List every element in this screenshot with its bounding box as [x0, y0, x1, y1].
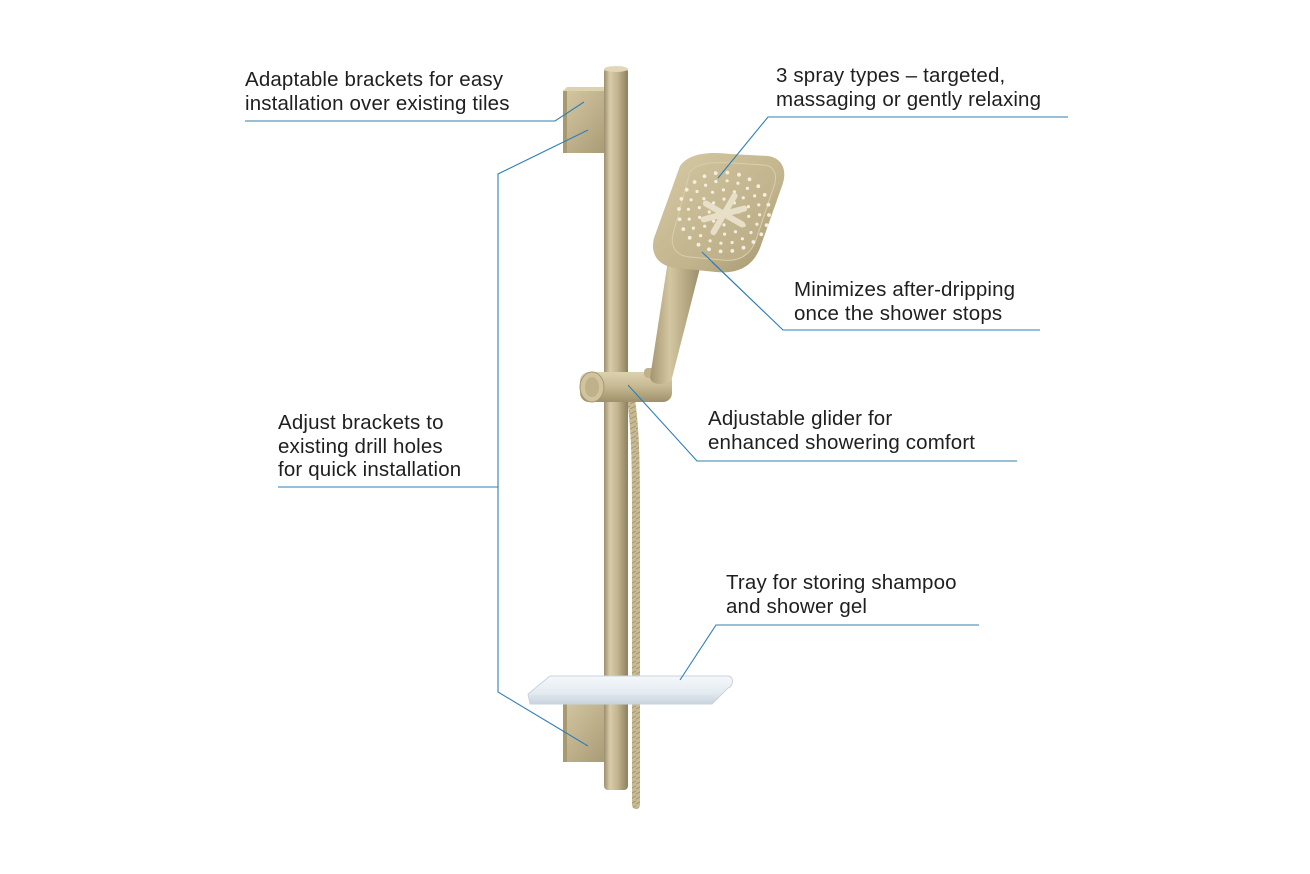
nozzle-dot [747, 177, 752, 182]
nozzle-dot [684, 187, 689, 192]
nozzle-dot [702, 174, 707, 179]
nozzle-dot [696, 242, 701, 247]
nozzle-dot [691, 226, 696, 230]
hand-shower-head [652, 153, 785, 273]
callout-text: installation over existing tiles [245, 91, 510, 115]
nozzle-dot [741, 196, 745, 200]
nozzle-dot [698, 215, 702, 219]
nozzle-dot [687, 235, 692, 240]
lower-wall-bracket [563, 700, 611, 762]
nozzle-dot [766, 202, 771, 207]
nozzle-dot [725, 179, 729, 183]
callout-text: and shower gel [726, 594, 868, 618]
callout-adaptable-brackets: Adaptable brackets for easy installation… [245, 68, 510, 115]
nozzle-dot [677, 207, 681, 211]
nozzle-dot [699, 234, 703, 238]
nozzle-dot [708, 239, 712, 243]
leader-line-glider [627, 384, 1017, 462]
leader-line-tray [679, 624, 979, 681]
leader-line-spray [717, 116, 1068, 179]
nozzle-dot [704, 183, 708, 187]
callout-text: existing drill holes [278, 434, 443, 458]
nozzle-dot [712, 201, 716, 205]
callout-spray-types: 3 spray types – targeted, massaging or g… [776, 64, 1041, 111]
nozzle-dot [689, 198, 693, 202]
leader-line-drill [278, 129, 589, 747]
nozzle-dot [759, 232, 764, 237]
nozzle-dot [749, 230, 753, 235]
callout-text: Minimizes after-dripping [794, 278, 1016, 301]
nozzle-dot [686, 207, 691, 211]
nozzle-dot [751, 240, 756, 244]
callout-text: once the shower stops [794, 301, 1003, 325]
nozzle-dot [755, 222, 759, 226]
nozzle-dot [730, 240, 734, 245]
nozzle-dot [677, 217, 682, 222]
nozzle-dot [692, 180, 697, 184]
callout-text: enhanced showering comfort [708, 430, 976, 454]
callout-drill-holes: Adjust brackets to existing drill holes … [278, 411, 461, 482]
nozzle-dot [681, 227, 686, 232]
nozzle-dot [737, 172, 741, 177]
nozzle-dot [707, 210, 711, 214]
hand-shower-handle [650, 260, 700, 384]
nozzle-dot [730, 249, 735, 253]
callout-after-dripping: Minimizes after-dripping once the shower… [794, 278, 1015, 325]
shower-rail [604, 68, 628, 790]
nozzle-dot [679, 197, 684, 201]
nozzle-dot [767, 213, 771, 217]
callout-text: for quick installation [278, 458, 462, 481]
nozzle-dot [712, 219, 716, 223]
nozzle-dot [695, 189, 699, 194]
nozzle-dot [697, 206, 701, 210]
nozzle-dot [723, 232, 727, 236]
nozzle-dot [764, 223, 769, 228]
nozzle-dot [747, 214, 751, 218]
nozzle-dot [687, 217, 691, 221]
nozzle-dot [758, 213, 762, 217]
nozzle-dot [732, 190, 737, 194]
nozzle-dot [733, 230, 738, 234]
nozzle-dot [746, 205, 751, 209]
nozzle-dot [745, 186, 750, 190]
leader-line-brackets [245, 101, 585, 122]
nozzle-dot [762, 193, 767, 197]
callout-text: 3 spray types – targeted, [776, 64, 1006, 87]
callout-text: massaging or gently relaxing [776, 87, 1042, 111]
nozzle-dot [736, 181, 740, 185]
nozzle-dot [719, 241, 723, 245]
callout-text: Tray for storing shampoo [726, 571, 957, 594]
nozzle-dot [707, 247, 711, 252]
nozzle-dot [710, 190, 715, 194]
nozzle-dot [718, 249, 723, 254]
nozzle-dot [753, 194, 757, 198]
callout-tray: Tray for storing shampoo and shower gel [726, 571, 957, 618]
nozzle-dot [722, 223, 726, 227]
nozzle-dot [703, 224, 707, 228]
callout-text: Adaptable brackets for easy [245, 68, 504, 91]
callout-text: Adjust brackets to [278, 411, 444, 434]
nozzle-dot [757, 203, 761, 207]
nozzle-dot [714, 179, 718, 184]
nozzle-dot [702, 197, 706, 201]
leader-line-dripping [701, 251, 1040, 331]
upper-wall-bracket [563, 87, 611, 153]
shower-hose [626, 388, 640, 809]
nozzle-dot [713, 171, 718, 176]
nozzle-dot [741, 245, 746, 250]
nozzle-dot [756, 184, 761, 189]
leader-lines [245, 101, 1068, 747]
nozzle-dot [721, 188, 726, 192]
nozzle-dot [725, 170, 730, 175]
nozzle-dot [740, 237, 745, 241]
shampoo-tray [527, 675, 733, 705]
callout-adjustable-glider: Adjustable glider for enhanced showering… [708, 407, 975, 454]
nozzle-dot [722, 197, 726, 201]
callout-text: Adjustable glider for [708, 407, 893, 430]
